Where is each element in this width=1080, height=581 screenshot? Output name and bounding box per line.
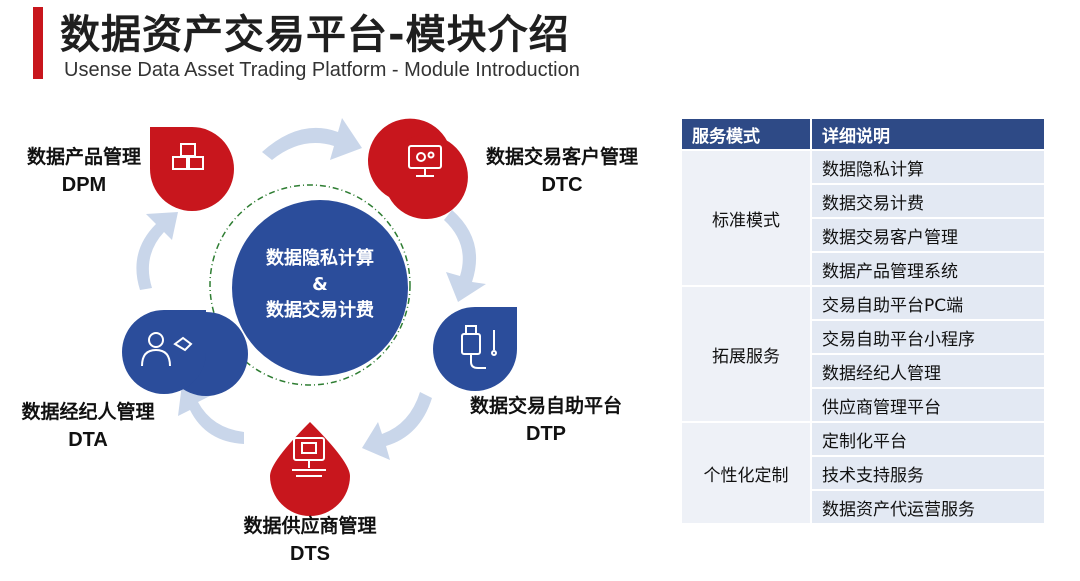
center-line-3: 数据交易计费 [266,300,374,321]
table-row: 个性化定制 定制化平台 [680,421,1046,525]
module-node-dtp[interactable] [433,307,517,391]
table-row: 数据交易客户管理 [681,217,1046,253]
detail-cell: 数据产品管理系统 [810,251,1046,287]
mode-cell-custom: 个性化定制 [680,421,812,525]
table-row: 数据资产代运营服务 [681,489,1046,525]
detail-cell: 数据资产代运营服务 [810,489,1046,525]
page-subtitle: Usense Data Asset Trading Platform - Mod… [64,59,580,81]
mode-cell-standard: 标准模式 [680,149,812,287]
arrow-dta-to-dpm [136,212,178,290]
module-name-dtc: 数据交易客户管理 [485,146,638,168]
service-mode-table: 服务模式 详细说明 标准模式 数据隐私计算 数据交易计费 数据交易客户管理 数据… [680,117,1046,525]
table-row: 数据经纪人管理 [681,353,1046,389]
module-name-dts: 数据供应商管理 [243,515,377,537]
detail-cell: 交易自助平台小程序 [810,319,1046,355]
module-name-dtp: 数据交易自助平台 [469,395,622,417]
title-accent-bar [33,7,43,79]
table-row: 拓展服务 交易自助平台PC端 [680,285,1046,423]
module-name-dta: 数据经纪人管理 [21,401,155,423]
monitor-gears-icon [408,145,442,177]
header-details: 详细说明 [810,117,1046,151]
page-title: 数据资产交易平台-模块介绍 [60,12,570,58]
table-row: 供应商管理平台 [681,387,1046,423]
usb-plug-icon [461,325,497,369]
arrow-dtp-to-dts [362,392,432,460]
table-row: 技术支持服务 [681,455,1046,491]
detail-cell: 数据经纪人管理 [810,353,1046,389]
module-abbr-dtp: DTP [526,423,566,445]
table-row: 标准模式 数据隐私计算 [680,149,1046,287]
module-cycle-diagram [122,118,517,516]
center-circle [232,200,408,376]
server-terminal-icon [292,437,326,477]
module-label-dts: 数据供应商管理 DTS [214,512,406,568]
module-name-dpm: 数据产品管理 [26,146,141,168]
module-node-dts[interactable] [270,422,350,516]
center-label: 数据隐私计算 & 数据交易计费 [235,246,405,324]
center-line-2: & [312,274,328,295]
orbit-ring [209,184,411,386]
module-node-dtc[interactable] [368,118,468,220]
arrow-dpm-to-dtc [262,118,362,160]
detail-cell: 数据交易计费 [810,183,1046,219]
mode-cell-extended: 拓展服务 [680,285,812,423]
module-label-dta: 数据经纪人管理 DTA [2,398,174,454]
detail-cell: 供应商管理平台 [810,387,1046,423]
detail-cell: 数据隐私计算 [810,149,1046,185]
center-line-1: 数据隐私计算 [266,248,374,269]
detail-cell: 交易自助平台PC端 [810,285,1046,321]
module-label-dpm: 数据产品管理 DPM [12,143,156,199]
module-abbr-dpm: DPM [61,174,107,196]
detail-cell: 定制化平台 [810,421,1046,457]
module-label-dtp: 数据交易自助平台 DTP [450,392,642,448]
table-row: 数据产品管理系统 [681,251,1046,287]
dtp-badge [433,307,517,391]
detail-cell: 数据交易客户管理 [810,217,1046,253]
arrow-dts-to-dta [178,384,244,444]
table-row: 交易自助平台小程序 [681,319,1046,355]
module-abbr-dta: DTA [68,429,108,451]
module-node-dpm[interactable] [150,127,234,211]
cycle-arrows [136,118,486,460]
module-node-dta[interactable] [122,310,248,396]
module-abbr-dtc: DTC [541,174,583,196]
cubes-icon [172,143,204,170]
header-service-mode: 服务模式 [680,117,812,151]
broker-handshake-icon [141,332,193,367]
table-row: 数据交易计费 [681,183,1046,219]
table-header-row: 服务模式 详细说明 [680,117,1046,151]
detail-cell: 技术支持服务 [810,455,1046,491]
module-label-dtc: 数据交易客户管理 DTC [466,143,658,199]
arrow-dtc-to-dtp [444,210,486,302]
module-abbr-dts: DTS [290,543,330,565]
